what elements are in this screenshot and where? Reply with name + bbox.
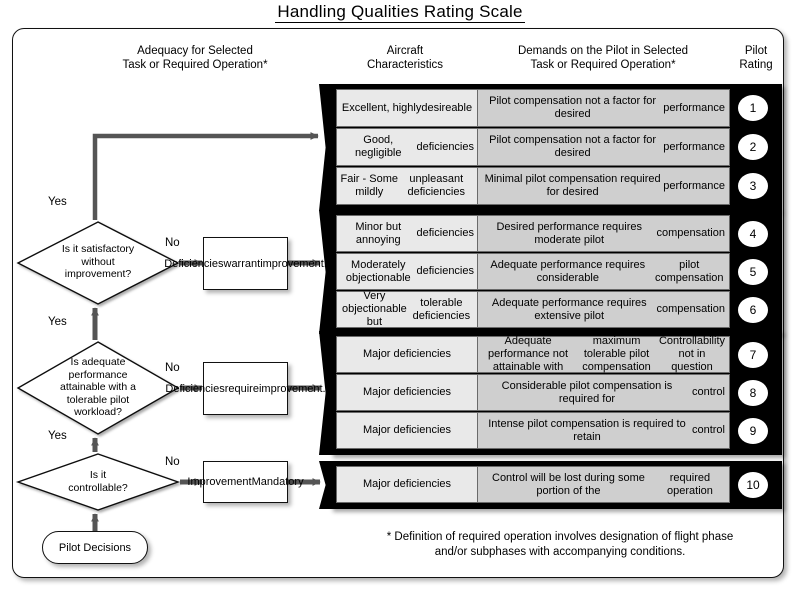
pilot-demands-cell: Minimal pilot compensation required for … — [478, 167, 730, 205]
pilot-rating-badge: 3 — [738, 173, 768, 199]
pilot-demands-cell: Considerable pilot compensation is requi… — [478, 374, 730, 411]
pilot-demands-cell: Intense pilot compensation is required t… — [478, 412, 730, 449]
pilot-rating-badge: 5 — [738, 258, 768, 285]
column-header-adequacy: Adequacy for Selected Task or Required O… — [60, 44, 330, 72]
column-header-pilot-rating: Pilot Rating — [728, 44, 784, 72]
footnote: * Definition of required operation invol… — [360, 530, 760, 560]
pilot-demands-cell: Pilot compensation not a factor for desi… — [478, 89, 730, 127]
pilot-rating-cell: 4 — [730, 215, 776, 252]
footnote-line1: * Definition of required operation invol… — [386, 531, 734, 543]
column-header-aircraft-line1: Aircraft — [386, 45, 424, 57]
page-title: Handling Qualities Rating Scale — [0, 2, 800, 23]
column-header-aircraft-line2: Characteristics — [366, 59, 444, 71]
pilot-rating-badge: 6 — [738, 296, 768, 323]
pilot-rating-cell: 10 — [730, 466, 776, 503]
footnote-line2: and/or subphases with accompanying condi… — [434, 546, 686, 558]
aircraft-characteristics-cell: Major deficiencies — [336, 336, 478, 373]
branch-label-yes-adequate: Yes — [48, 316, 67, 328]
pilot-rating-badge: 10 — [738, 471, 768, 498]
pilot-rating-cell: 8 — [730, 374, 776, 411]
pilot-rating-cell: 5 — [730, 253, 776, 290]
column-header-rating-line2: Rating — [739, 59, 773, 71]
pilot-demands-cell: Pilot compensation not a factor for desi… — [478, 128, 730, 166]
branch-label-no-adequate: No — [165, 362, 180, 374]
page-title-text: Handling Qualities Rating Scale — [275, 2, 525, 23]
branch-label-yes-satisfactory: Yes — [48, 196, 67, 208]
pilot-rating-cell: 6 — [730, 291, 776, 328]
branch-label-yes-controllable: Yes — [48, 430, 67, 442]
column-header-adequacy-line1: Adequacy for Selected — [137, 45, 253, 57]
pilot-rating-cell: 7 — [730, 336, 776, 373]
pilot-rating-cell: 2 — [730, 128, 776, 166]
column-header-aircraft-characteristics: Aircraft Characteristics — [335, 44, 475, 72]
pilot-rating-cell: 3 — [730, 167, 776, 205]
pilot-rating-cell: 1 — [730, 89, 776, 127]
pilot-rating-badge: 2 — [738, 134, 768, 160]
column-header-demands-line1: Demands on the Pilot in Selected — [517, 45, 689, 57]
branch-label-no-controllable: No — [165, 456, 180, 468]
column-header-demands-on-pilot: Demands on the Pilot in Selected Task or… — [478, 44, 728, 72]
pilot-rating-cell: 9 — [730, 412, 776, 449]
pilot-rating-badge: 1 — [738, 95, 768, 121]
aircraft-characteristics-cell: Major deficiencies — [336, 466, 478, 503]
pilot-decisions-start[interactable]: Pilot Decisions — [42, 531, 148, 564]
pilot-demands-cell: Adequate performance requires considerab… — [478, 253, 730, 290]
aircraft-characteristics-cell: Major deficiencies — [336, 412, 478, 449]
aircraft-characteristics-cell: Major deficiencies — [336, 374, 478, 411]
pilot-rating-badge: 4 — [738, 220, 768, 247]
pilot-rating-badge: 7 — [738, 341, 768, 368]
pilot-rating-badge: 8 — [738, 379, 768, 406]
pilot-demands-cell: Adequate performance not attainable with… — [478, 335, 730, 373]
column-header-rating-line1: Pilot — [744, 45, 768, 57]
pilot-demands-cell: Control will be lost during some portion… — [478, 466, 730, 503]
branch-label-no-satisfactory: No — [165, 237, 180, 249]
column-header-demands-line2: Task or Required Operation* — [530, 59, 676, 71]
pilot-demands-cell: Adequate performance requires extensive … — [478, 291, 730, 328]
column-header-adequacy-line2: Task or Required Operation* — [122, 59, 268, 71]
pilot-rating-badge: 9 — [738, 417, 768, 444]
pilot-demands-cell: Desired performance requires moderate pi… — [478, 215, 730, 252]
